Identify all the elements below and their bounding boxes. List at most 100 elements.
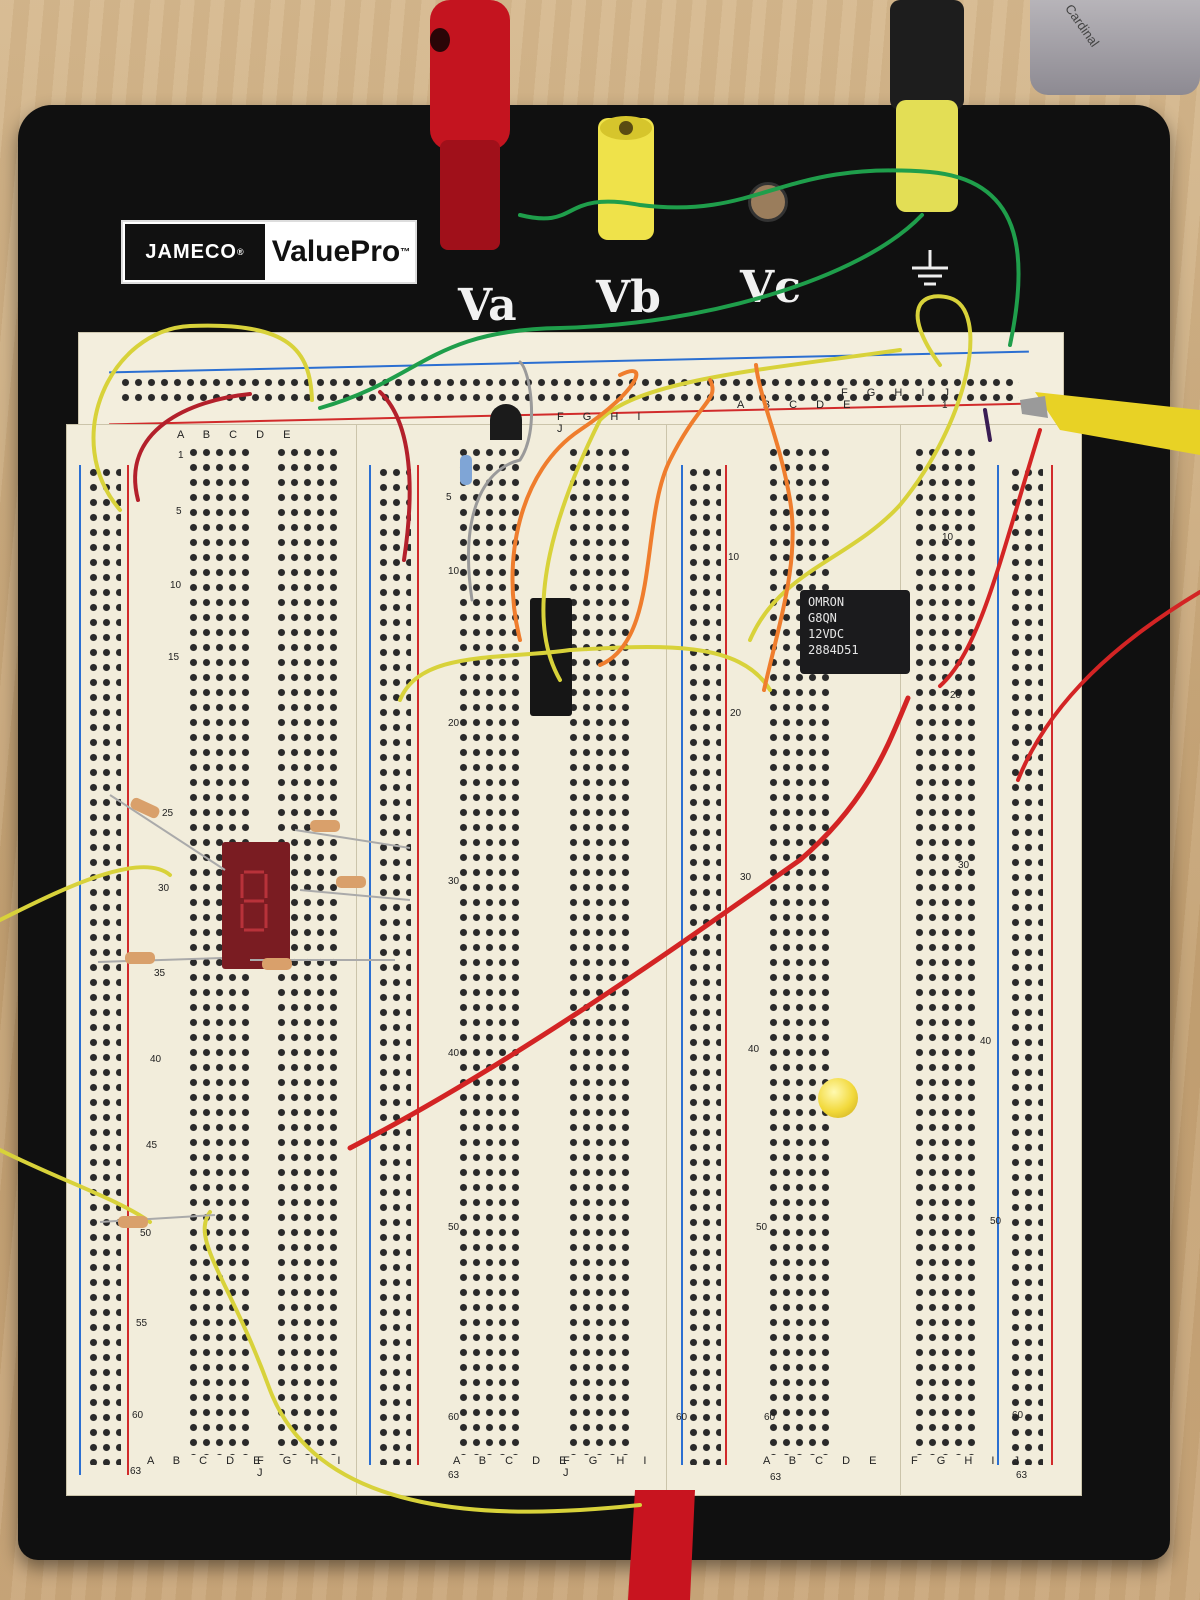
strip-4-blue-rail [997,465,999,1465]
strip-2-holes-right [567,445,633,1455]
red-binding-post[interactable] [430,0,510,250]
resistor[interactable] [109,794,226,871]
resistor[interactable] [299,876,411,901]
seven-segment-display[interactable] [222,842,290,969]
orange-wire [598,378,715,667]
yellow-alligator-clip[interactable] [1020,392,1200,455]
strip-2-col-label-right: F G H I J [563,1455,655,1479]
row-number: 30 [158,883,170,894]
resistor[interactable] [99,1214,216,1228]
row-number: 63 [1016,1470,1028,1481]
red-alligator-clip[interactable] [628,1490,695,1600]
strip-1-blue-rail [79,465,81,1475]
row-number: 60 [1012,1410,1024,1421]
relay-brand: OMRON [808,595,845,609]
ground-binding-post[interactable] [890,0,964,212]
strip-3-col-label: A B C D E [763,1455,885,1467]
breadboard-strip-4[interactable]: F G H I J F G H I J [841,387,1082,1496]
strip-4-holes [913,445,979,1455]
seven-segment-digit-icon [240,870,268,932]
relay-voltage: 12VDC [808,627,845,641]
yellow-led[interactable] [818,1078,858,1118]
yellow-binding-post-vb[interactable] [598,116,654,240]
green-wire [518,168,1021,347]
yellow-wire [748,294,973,642]
row-number: 10 [942,532,954,543]
row-number: 5 [176,506,182,517]
strip-4-col-label-top: F G H I J [841,387,957,399]
orange-wire [510,369,639,642]
row-number: 20 [448,718,460,729]
row-number: 40 [980,1036,992,1047]
transistor[interactable] [490,404,522,440]
ground-symbol-icon [912,250,948,286]
row-number: 20 [730,708,742,719]
rail-holes [119,375,1019,403]
top-power-rail [78,332,1064,438]
row-number: 60 [676,1412,688,1423]
post-label-vb: Vb [596,272,661,323]
strip-2-rail-holes [377,465,411,1465]
yellow-wire [398,644,772,702]
breadboard-strip-1[interactable]: A B C D E F G H I J A B C D E [66,424,358,1496]
row-number: 25 [162,808,174,819]
row-number: 30 [448,876,460,887]
yellow-wire [0,1148,152,1224]
omron-relay[interactable]: OMRON G8QN 12VDC 2884D51 [800,590,910,674]
post-label-va: Va [458,280,517,331]
red-wire [347,695,911,1151]
strip-4-rail-holes [1009,465,1043,1465]
row-number: 63 [448,1470,460,1481]
background-canister: Cardinal [1030,0,1200,95]
strip-3-red-rail [725,465,727,1465]
red-wire [378,390,412,562]
row-number: 50 [756,1222,768,1233]
row-number: 60 [448,1412,460,1423]
row-number: 1 [942,400,948,411]
yellow-wire [202,1210,642,1514]
relay-model: G8QN [808,611,837,625]
red-wire [133,392,252,502]
red-wire [1016,590,1200,782]
row-number: 45 [146,1140,158,1151]
purple-wire [983,408,992,442]
resistor[interactable] [460,455,472,485]
orange-wire [754,363,795,692]
row-number: 35 [154,968,166,979]
row-number: 20 [950,690,962,701]
strip-1-col-label-left: A B C D E [147,1455,269,1467]
resistor[interactable] [250,958,395,970]
jameco-logo: JAMECO® [123,222,267,282]
yellow-wire [0,865,172,922]
row-number: 50 [448,1222,460,1233]
row-number: 60 [132,1410,144,1421]
strip-2-holes-left [457,445,523,1455]
row-number: 50 [990,1216,1002,1227]
row-number: 63 [770,1472,782,1483]
strip-1-col-label-top-left: A B C D E [177,429,299,441]
strip-1-rail-holes [87,465,121,1465]
resistor[interactable] [97,952,223,964]
row-number: 50 [140,1228,152,1239]
relay-code: 2884D51 [808,643,859,657]
row-number: 60 [764,1412,776,1423]
strip-2-blue-rail [369,465,371,1465]
strip-3-blue-rail [681,465,683,1465]
row-number: 40 [748,1044,760,1055]
row-number: 5 [446,492,452,503]
row-number: 40 [448,1048,460,1059]
row-number: 10 [170,580,182,591]
strip-4-red-rail [1051,465,1053,1465]
yellow-wire [91,323,314,512]
row-number: 30 [740,872,752,883]
resistor[interactable] [294,820,411,849]
strip-4-col-label: F G H I J [911,1455,1027,1467]
row-number: 40 [150,1054,162,1065]
green-wire [318,213,924,410]
row-number: 1 [178,450,184,461]
row-number: 55 [136,1318,148,1329]
row-number: 63 [130,1466,142,1477]
